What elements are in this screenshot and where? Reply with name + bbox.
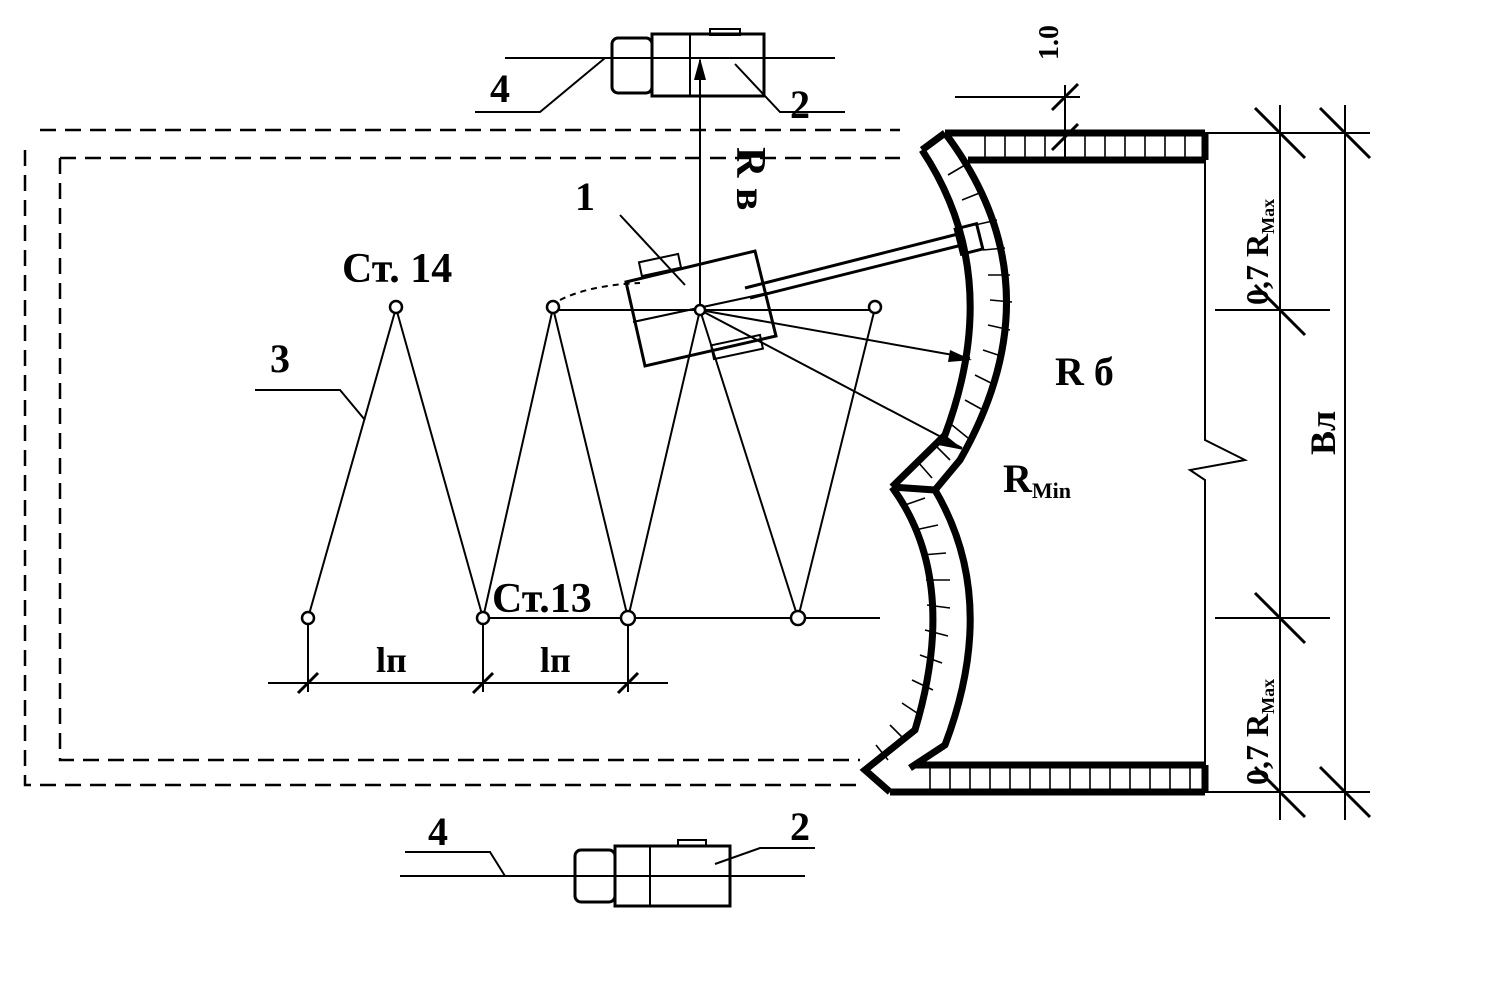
rmin-label: RMin (1003, 456, 1071, 503)
right-dimensions (955, 82, 1372, 820)
station-13-label: Ст.13 (492, 576, 592, 622)
top-machine (610, 28, 766, 98)
station-14-label: Ст. 14 (342, 246, 452, 292)
label-1: 1 (575, 174, 595, 219)
dim-top-label: 1.0 (1034, 25, 1065, 60)
dim-lower-label: 0,7 RMax (1239, 679, 1278, 785)
radius-arrows (555, 309, 972, 450)
excavation-face (859, 129, 1209, 796)
label-4-top: 4 (490, 66, 510, 111)
label-4-bottom: 4 (428, 809, 448, 854)
route-nodes (300, 299, 883, 627)
central-machine (559, 221, 985, 368)
zigzag-route (307, 304, 880, 622)
text-labels: 4 2 4 2 1 3 Ст. 14 Ст.13 R в R б RMin lп… (270, 25, 1343, 854)
bottom-machine (573, 839, 732, 908)
rv-arrow (694, 58, 706, 312)
inner-dashed-boundary (58, 156, 900, 762)
label-3: 3 (270, 336, 290, 381)
span-label-2: lп (540, 640, 571, 680)
leader-lines (255, 57, 845, 877)
outer-dashed-boundary (23, 128, 900, 787)
rb-label: R б (1055, 349, 1114, 394)
dim-upper-label: 0,7 RMax (1239, 199, 1278, 305)
label-2-top: 2 (790, 82, 810, 127)
rv-label: R в (727, 147, 773, 211)
label-2-bottom: 2 (790, 804, 810, 849)
break-line (1187, 160, 1249, 765)
span-label-1: lп (376, 640, 407, 680)
width-label: Вл (1303, 411, 1343, 455)
rail-lines (400, 57, 835, 877)
span-dimension (268, 624, 668, 695)
